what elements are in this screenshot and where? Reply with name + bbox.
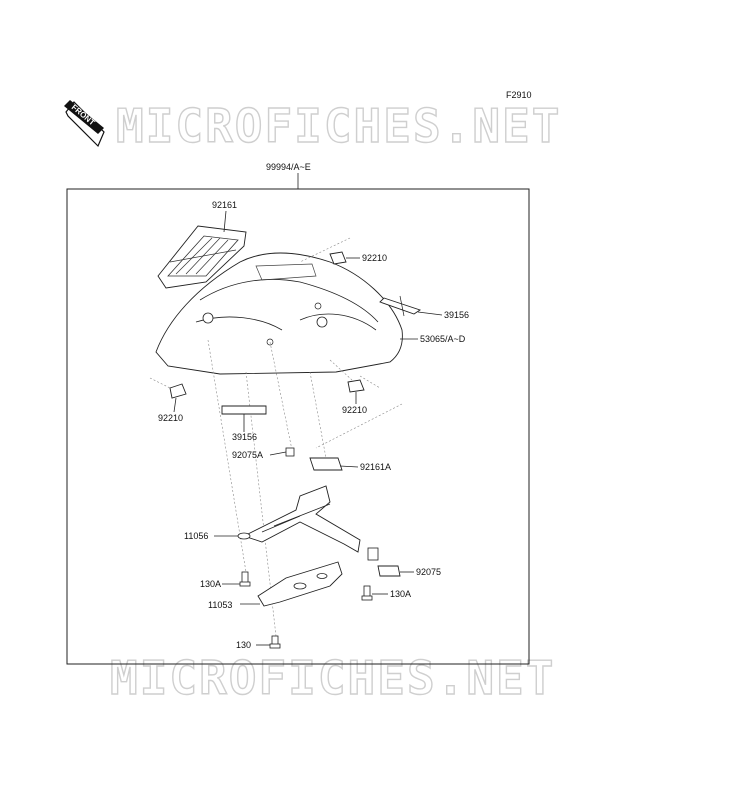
- assembly-box: [66, 188, 530, 665]
- label-11053: 11053: [208, 600, 232, 610]
- label-92161A: 92161A: [360, 462, 391, 472]
- part-92210-left: [169, 383, 187, 399]
- part-92210-top: [329, 251, 347, 265]
- watermark-top: MICROFICHES.NET: [116, 99, 561, 153]
- label-92075: 92075: [416, 567, 441, 577]
- label-92210-left: 92210: [158, 413, 183, 423]
- front-arrow-icon: FRONT: [64, 100, 105, 148]
- label-53065: 53065/A~D: [420, 334, 466, 344]
- part-92075A: [285, 447, 295, 457]
- label-130A-right: 130A: [390, 589, 411, 599]
- label-92161: 92161: [212, 200, 237, 210]
- watermark-bottom: MICROFICHES.NET: [110, 651, 555, 705]
- label-92075A: 92075A: [232, 450, 263, 460]
- part-11053: [257, 561, 343, 607]
- part-130A-left: [239, 571, 251, 587]
- part-seat-cowl: [155, 252, 403, 375]
- label-99994: 99994/A~E: [266, 162, 311, 172]
- label-39156-left: 39156: [232, 432, 257, 442]
- label-130A-left: 130A: [200, 579, 221, 589]
- label-11056: 11056: [184, 531, 208, 541]
- label-39156-right: 39156: [444, 310, 469, 320]
- part-11056: [237, 485, 379, 561]
- figure-code: F2910: [506, 90, 532, 100]
- label-92210-mid: 92210: [342, 405, 367, 415]
- label-130: 130: [236, 640, 251, 650]
- part-92161A: [309, 457, 343, 471]
- part-130: [269, 635, 281, 649]
- part-92075: [377, 565, 401, 577]
- part-39156-right: [379, 295, 422, 317]
- part-92161: [157, 225, 247, 289]
- label-92210-top: 92210: [362, 253, 387, 263]
- part-39156-left: [221, 405, 267, 415]
- part-92210-mid: [347, 379, 365, 393]
- part-130A-right: [361, 585, 373, 601]
